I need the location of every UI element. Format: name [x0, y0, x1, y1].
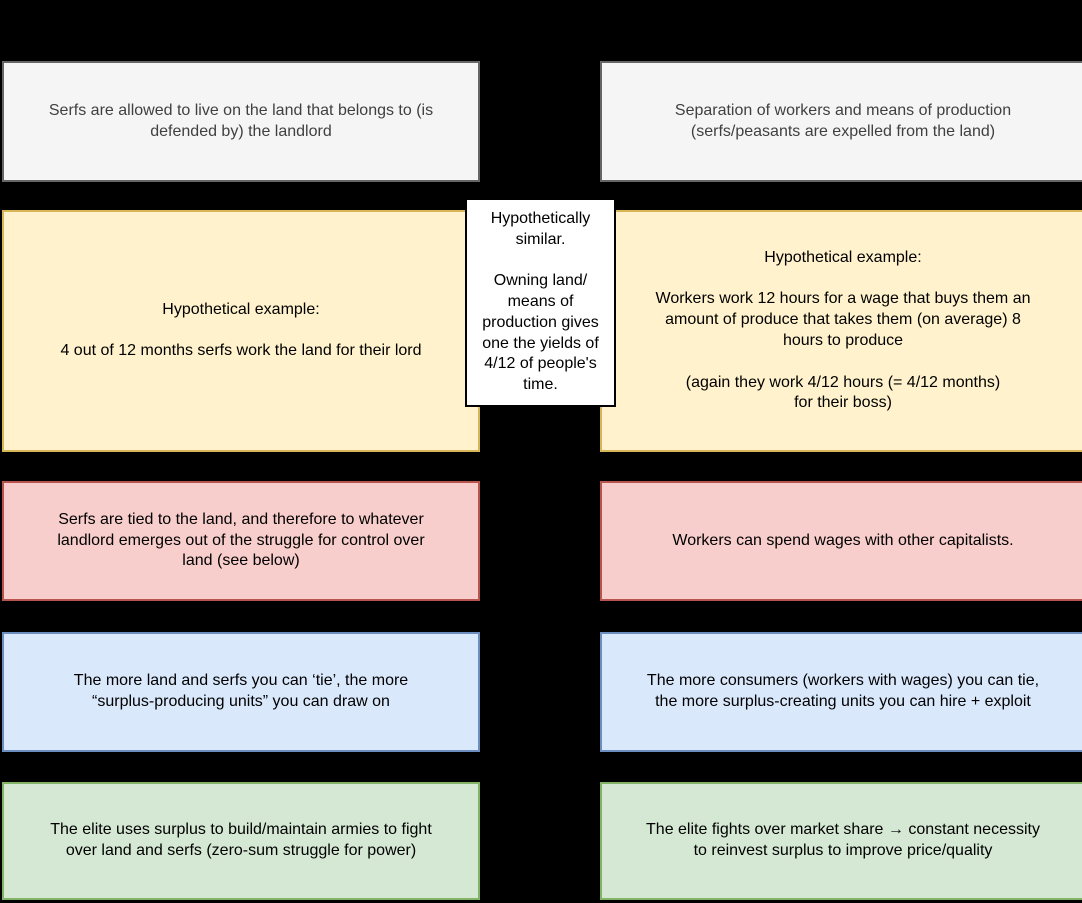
- separation-of-workers-box: Separation of workers and means of produ…: [600, 61, 1082, 182]
- feudal-hypothetical-example-box: Hypothetical example: 4 out of 12 months…: [2, 210, 480, 452]
- hypothetically-similar-note: Hypothetically similar. Owning land/ mea…: [465, 198, 616, 407]
- more-land-and-serfs-box: The more land and serfs you can ‘tie’, t…: [2, 632, 480, 752]
- serfs-tied-to-land-box: Serfs are tied to the land, and therefor…: [2, 481, 480, 601]
- workers-spend-wages-box: Workers can spend wages with other capit…: [600, 481, 1082, 601]
- more-consumers-box: The more consumers (workers with wages) …: [600, 632, 1082, 752]
- capitalist-hypothetical-example-box: Hypothetical example: Workers work 12 ho…: [600, 210, 1082, 452]
- elite-market-share-box: The elite fights over market share → con…: [600, 782, 1082, 900]
- serfs-live-on-land-box: Serfs are allowed to live on the land th…: [2, 61, 480, 182]
- elite-armies-box: The elite uses surplus to build/maintain…: [2, 782, 480, 900]
